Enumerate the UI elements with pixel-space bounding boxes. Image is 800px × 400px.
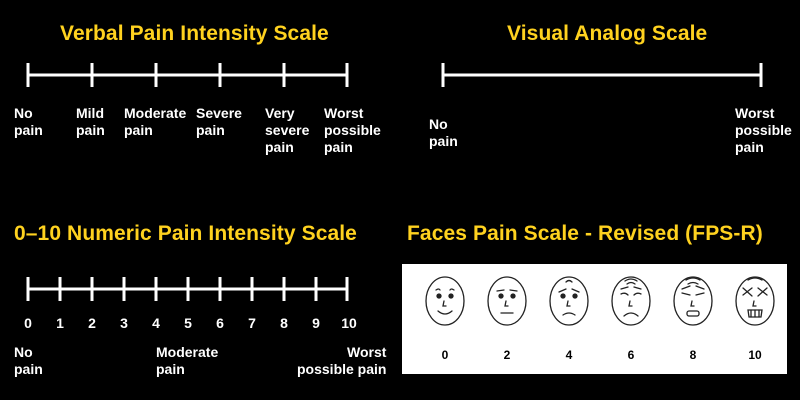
face-8-icon [673,276,713,326]
face-6-icon [611,276,651,326]
face-score-8: 8 [689,348,697,362]
numeric-scale-ticks [26,277,349,301]
face-score-6: 6 [627,348,635,362]
numeric-tick-2: 2 [88,315,96,331]
vas-label-no-pain: No pain [429,116,458,149]
verbal-label-no-pain: No pain [14,105,43,138]
vas-label-worst: Worst possible pain [735,105,792,155]
numeric-tick-8: 8 [280,315,288,331]
numeric-tick-7: 7 [248,315,256,331]
verbal-scale-title: Verbal Pain Intensity Scale [60,22,329,45]
face-score-4: 4 [565,348,573,362]
numeric-tick-4: 4 [152,315,160,331]
faces-drawing [425,276,775,326]
numeric-tick-10: 10 [341,315,357,331]
face-score-10: 10 [748,348,762,362]
faces-scale-title: Faces Pain Scale - Revised (FPS-R) [407,222,763,245]
numeric-tick-5: 5 [184,315,192,331]
numeric-label-worst: Worst possible pain [297,344,387,377]
verbal-scale-ticks [26,63,349,87]
numeric-tick-9: 9 [312,315,320,331]
face-0-icon [425,276,465,326]
verbal-label-very-severe: Very severe pain [265,105,310,155]
numeric-tick-3: 3 [120,315,128,331]
verbal-label-moderate: Moderate pain [124,105,187,138]
verbal-label-mild: Mild pain [76,105,105,138]
face-10-icon [735,276,775,326]
numeric-tick-0: 0 [24,315,32,331]
numeric-tick-1: 1 [56,315,64,331]
numeric-label-moderate: Moderate pain [156,344,219,377]
face-4-icon [549,276,589,326]
numeric-tick-6: 6 [216,315,224,331]
verbal-label-severe: Severe pain [196,105,242,138]
numeric-label-no-pain: No pain [14,344,43,377]
face-score-2: 2 [503,348,511,362]
face-score-0: 0 [441,348,449,362]
face-2-icon [487,276,527,326]
faces-panel: 0 2 4 6 8 10 [402,264,787,374]
verbal-label-worst: Worst possible pain [324,105,381,155]
visual-analog-scale-title: Visual Analog Scale [507,22,708,45]
numeric-scale-title: 0–10 Numeric Pain Intensity Scale [14,222,357,245]
